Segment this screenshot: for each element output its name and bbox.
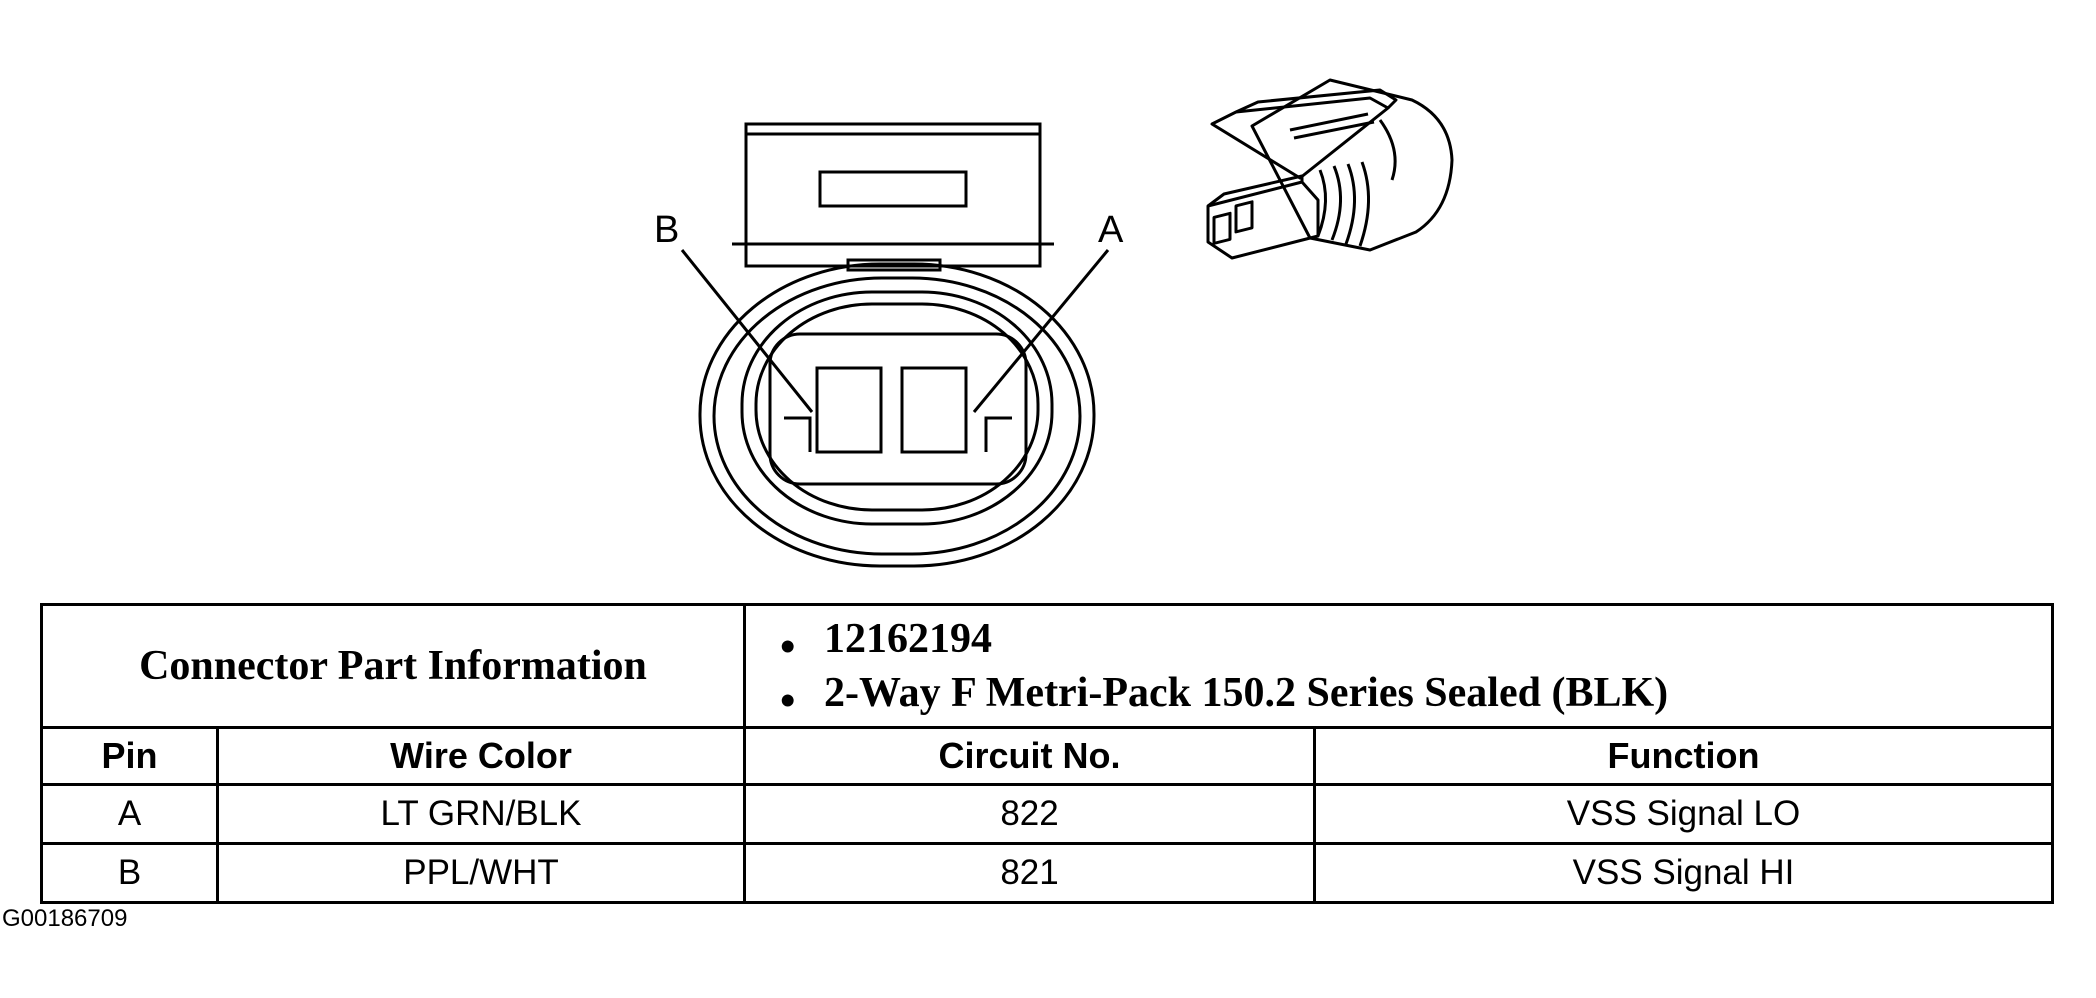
cavity	[768, 332, 1028, 486]
iso-ribs	[1316, 161, 1370, 247]
iso-latch-lines	[1289, 112, 1397, 181]
header-pin: Pin	[40, 726, 219, 786]
outer-ring-inner	[712, 276, 1082, 556]
iso-terminal-right	[1234, 200, 1254, 234]
terminal-a	[900, 366, 968, 454]
pin-label-a: A	[1098, 209, 1124, 251]
seal-ring	[740, 290, 1054, 526]
connector-info-list: 12162194 2-Way F Metri-Pack 150.2 Series…	[743, 603, 2055, 729]
header-circuit-no: Circuit No.	[743, 726, 1317, 786]
pin-label-b: B	[654, 209, 679, 251]
connector-drawing: B A	[654, 78, 1454, 568]
header-wire-color: Wire Color	[215, 726, 747, 786]
cell-pin: B	[40, 842, 219, 904]
cell-wire-color: LT GRN/BLK	[215, 783, 747, 845]
leader-line-a	[972, 249, 1110, 413]
leader-line-b	[680, 249, 814, 413]
table-header-row: Pin Wire Color Circuit No. Function	[40, 726, 2055, 786]
iso-body	[1250, 78, 1454, 252]
seal-ring-inner	[754, 302, 1040, 512]
latch-window	[818, 170, 968, 208]
latch-housing	[744, 122, 1042, 268]
cell-circuit-no: 822	[743, 783, 1317, 845]
cell-function: VSS Signal LO	[1313, 783, 2055, 845]
connector-info-title: Connector Part Information	[39, 603, 747, 729]
iso-latch	[1210, 96, 1390, 180]
cell-function: VSS Signal HI	[1313, 842, 2055, 904]
table-row: B PPL/WHT 821 VSS Signal HI	[40, 842, 2055, 904]
terminal-b	[815, 366, 883, 454]
iso-latch-top	[1235, 88, 1398, 114]
cell-wire-color: PPL/WHT	[215, 842, 747, 904]
iso-terminal-left	[1212, 211, 1232, 245]
cell-circuit-no: 821	[743, 842, 1317, 904]
connector-description: 2-Way F Metri-Pack 150.2 Series Sealed (…	[780, 666, 2051, 728]
header-function: Function	[1313, 726, 2055, 786]
connector-face-view	[680, 122, 1110, 568]
connector-info-row: Connector Part Information 12162194 2-Wa…	[39, 603, 2055, 729]
connector-table: Connector Part Information 12162194 2-Wa…	[39, 603, 2055, 904]
outer-ring	[698, 262, 1096, 568]
figure-id: G00186709	[2, 905, 128, 932]
iso-nose-top	[1207, 174, 1304, 208]
connector-part-number: 12162194	[780, 612, 2051, 674]
table-row: A LT GRN/BLK 822 VSS Signal LO	[40, 783, 2055, 845]
cell-pin: A	[40, 783, 219, 845]
cavity-shoulders	[784, 416, 1012, 452]
connector-iso-view	[1206, 78, 1454, 260]
